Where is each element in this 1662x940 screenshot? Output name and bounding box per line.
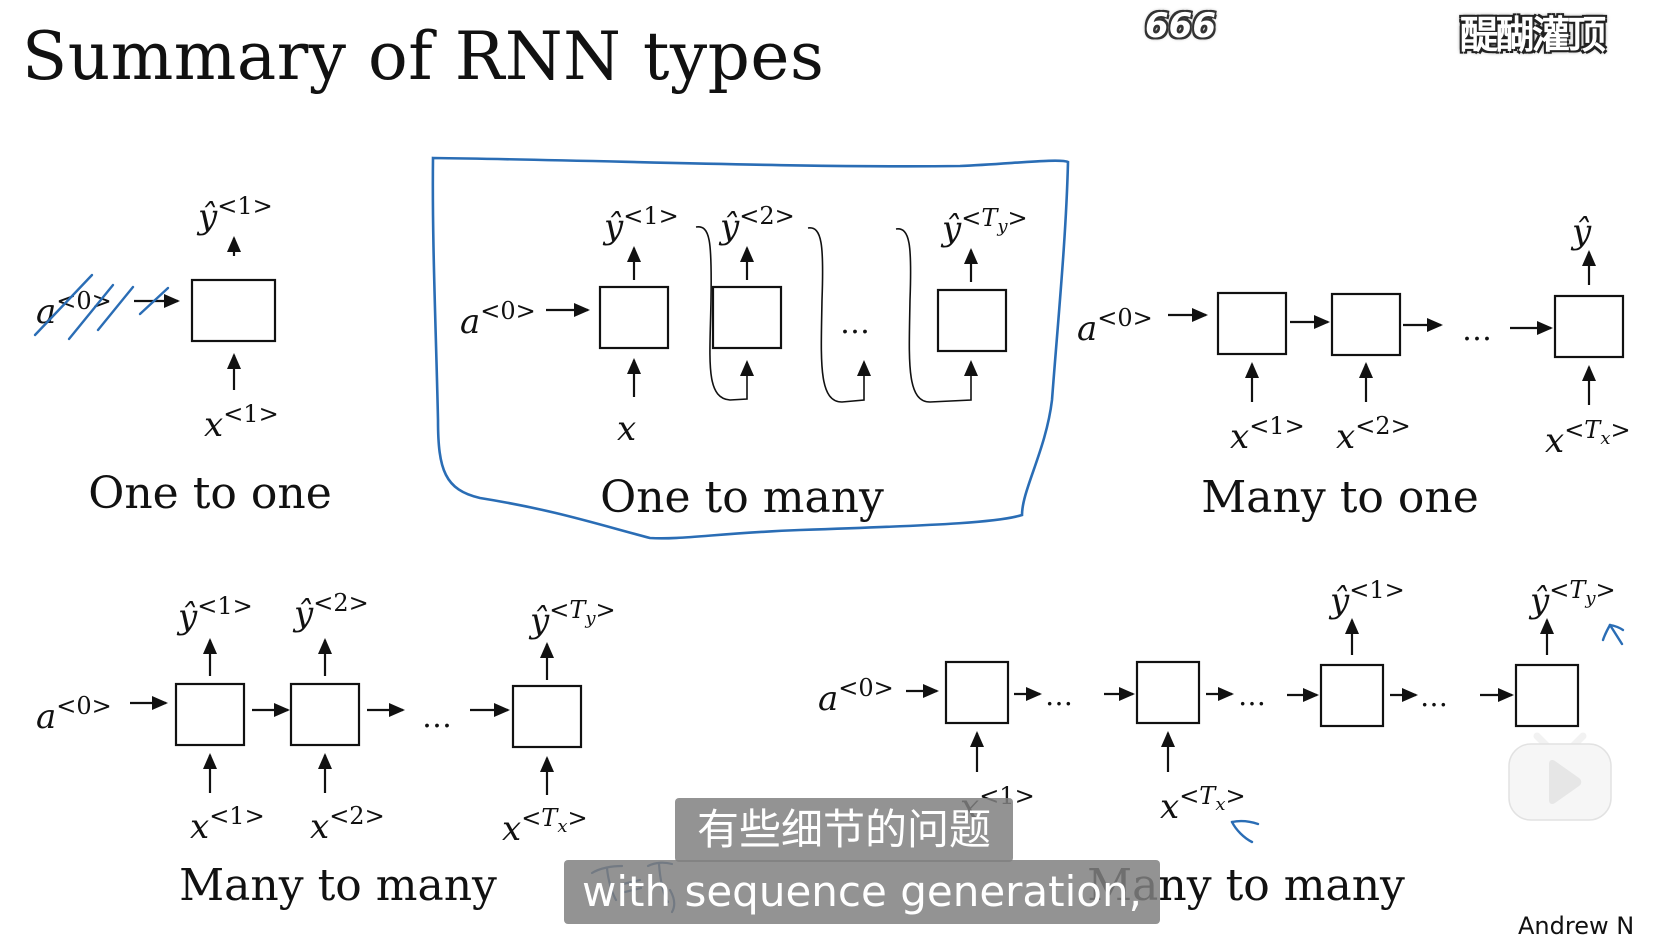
rnn-cell <box>1553 294 1625 359</box>
output-label: ŷ<2> <box>292 589 369 634</box>
feedback-connector <box>895 228 978 403</box>
state-label: a<0> <box>36 692 112 737</box>
rnn-cell <box>174 682 246 747</box>
output-label: ŷ<Ty> <box>1528 576 1616 621</box>
ellipsis: … <box>422 700 452 735</box>
caption-many-to-one: Many to one <box>1201 472 1479 523</box>
pointer-annotations <box>1230 623 1625 844</box>
diagram-many-to-one: … a<0> ŷ x<1> x<2> x<Tx> Many to one <box>1077 212 1631 523</box>
state-label: a<0> <box>1077 304 1153 349</box>
subtitle-english: with sequence generation, <box>564 860 1160 924</box>
highlight-box-annotation <box>431 156 1070 540</box>
rnn-cell <box>1319 663 1385 728</box>
output-label: ŷ<Ty> <box>528 596 616 641</box>
feedback-connector <box>807 227 871 403</box>
input-label: x <box>617 409 636 449</box>
danmaku-count: 666 <box>1145 6 1216 46</box>
input-label: x<2> <box>310 802 385 847</box>
rnn-cell <box>936 288 1008 353</box>
output-label: ŷ<1> <box>196 192 273 237</box>
diagram-one-to-one: ŷ<1> x<1> a<0> One to one <box>33 192 332 519</box>
input-label: x<1> <box>1230 412 1305 457</box>
state-label: a<0> <box>460 297 536 342</box>
input-label: x<2> <box>1336 412 1411 457</box>
ellipsis: … <box>1045 679 1073 712</box>
output-label: ŷ <box>1570 212 1592 252</box>
input-label: x<Tx> <box>1545 416 1631 461</box>
rnn-cell <box>1216 291 1288 356</box>
rnn-cell <box>511 684 583 749</box>
output-label: ŷ<2> <box>718 202 795 247</box>
output-label: ŷ<1> <box>602 202 679 247</box>
output-label: ŷ<Ty> <box>940 204 1028 249</box>
strikethrough-annotation <box>33 273 170 341</box>
input-label: x<Tx> <box>502 804 588 849</box>
subtitle-chinese: 有些细节的问题 <box>675 798 1014 862</box>
rnn-cell <box>944 660 1010 725</box>
rnn-cell <box>711 285 783 350</box>
output-label: ŷ<1> <box>1328 576 1405 621</box>
ellipsis: … <box>840 306 870 341</box>
rnn-cell <box>1514 663 1580 728</box>
input-label: x<1> <box>190 802 265 847</box>
rnn-cell <box>1330 292 1402 357</box>
play-icon <box>1508 732 1612 821</box>
state-label: a<0> <box>818 674 894 719</box>
bilibili-tv-play-icon[interactable] <box>1505 718 1615 824</box>
caption-one-to-many: One to many <box>600 472 884 523</box>
rnn-cell <box>190 278 277 343</box>
output-label: ŷ<1> <box>176 592 253 637</box>
slide-title: Summary of RNN types <box>22 18 825 95</box>
input-label: x<Tx> <box>1160 782 1246 827</box>
rnn-cell <box>598 285 670 350</box>
ellipsis: … <box>1238 679 1266 712</box>
diagram-one-to-many: … a<0> x ŷ<1> ŷ<2> ŷ<Ty> One to many <box>431 156 1070 540</box>
watermark-text: 醍醐灌顶 <box>1460 13 1606 57</box>
ellipsis: … <box>1462 313 1492 348</box>
feedback-connector <box>695 226 754 401</box>
state-label: a<0> <box>36 287 112 332</box>
input-label: x<1> <box>204 400 279 445</box>
caption-one-to-one: One to one <box>88 468 331 519</box>
caption-many-to-many-equal: Many to many <box>179 860 497 911</box>
ellipsis: … <box>1420 680 1448 713</box>
author-credit: Andrew N <box>1518 912 1635 940</box>
rnn-cell <box>289 682 361 747</box>
rnn-cell <box>1135 660 1201 725</box>
